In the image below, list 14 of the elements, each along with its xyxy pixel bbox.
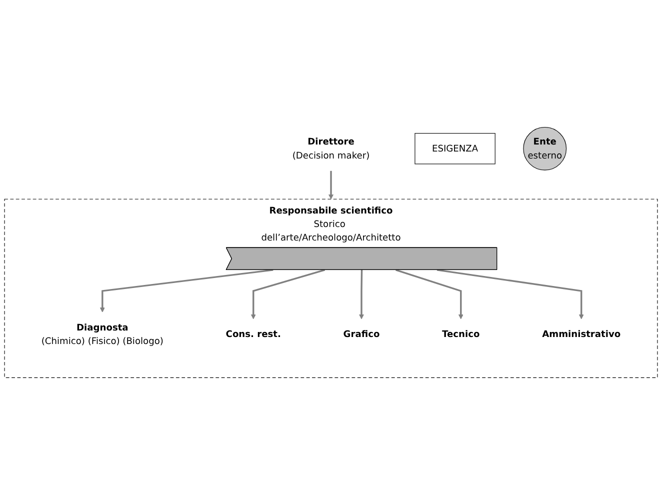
- arrow: [359, 270, 364, 320]
- node-text: Tecnico: [442, 328, 480, 340]
- arrow: [250, 269, 326, 320]
- node-text: Amministrativo: [542, 328, 621, 340]
- node-text: Diagnosta (Chimico) (Fisico) (Biologo): [41, 322, 164, 346]
- node-text: Grafico: [343, 328, 380, 340]
- node-circle: Ente esterno: [523, 126, 567, 170]
- node-text: Direttore (Decision maker): [292, 136, 370, 160]
- node-box: ESIGENZA: [414, 132, 496, 164]
- node-text: Cons. rest.: [226, 328, 281, 340]
- arrow: [100, 269, 274, 312]
- arrow: [436, 269, 584, 320]
- arrow: [328, 170, 334, 200]
- arrow: [396, 269, 464, 320]
